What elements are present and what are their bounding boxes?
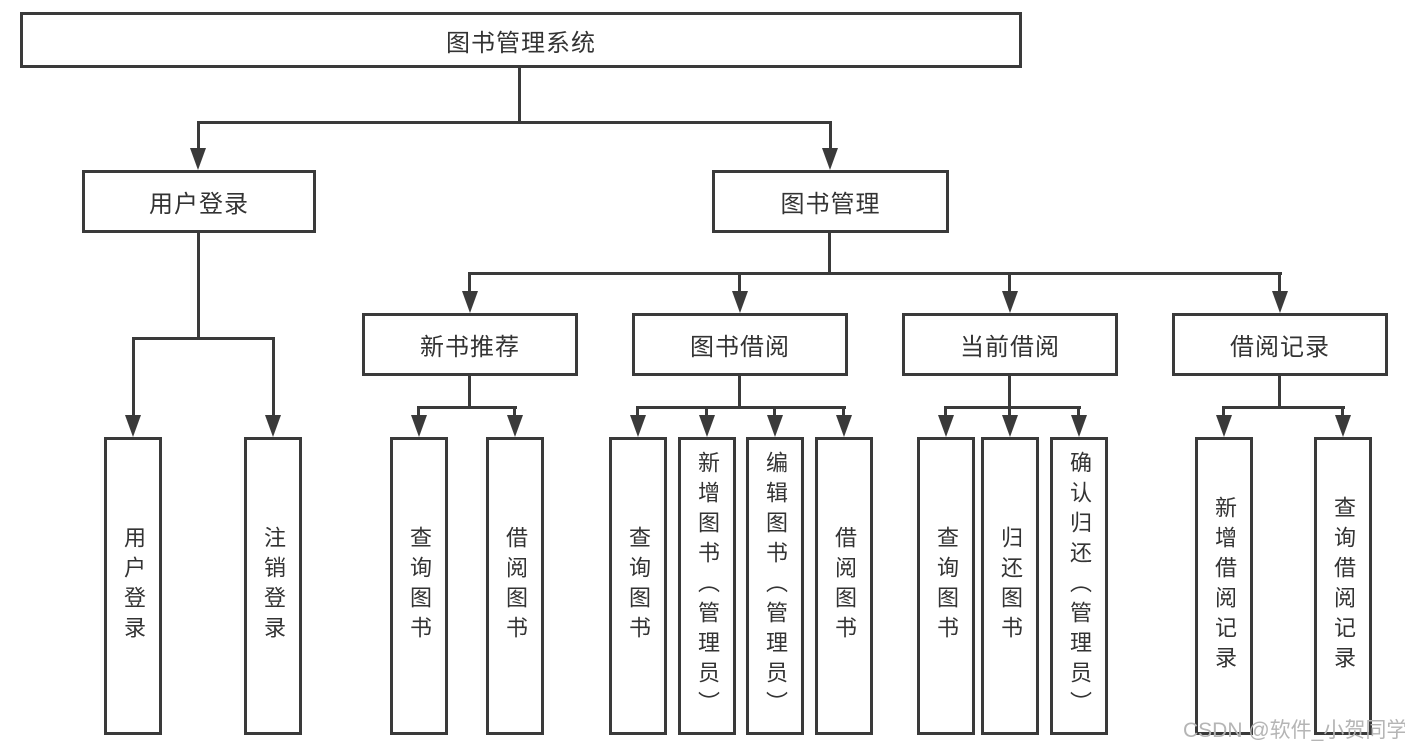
- connector-line: [773, 406, 776, 417]
- arrow-down-icon: [462, 291, 478, 313]
- leaf-edit-books-admin: 编辑图书（管理员）: [746, 437, 804, 735]
- leaf-return-books-label: 归还图书: [998, 526, 1023, 646]
- connector-line: [468, 272, 471, 295]
- connector-line: [636, 406, 846, 409]
- arrow-down-icon: [125, 415, 141, 437]
- connector-line: [944, 406, 947, 417]
- leaf-user-login-label: 用户登录: [121, 526, 146, 646]
- connector-line: [842, 406, 845, 417]
- arrow-down-icon: [507, 415, 523, 437]
- connector-line: [705, 406, 708, 417]
- leaf-borrow-books-label: 借阅图书: [832, 526, 857, 646]
- leaf-logout: 注销登录: [244, 437, 302, 735]
- node-book-management-label: 图书管理: [780, 191, 881, 218]
- leaf-borrow-books-recommend-label: 借阅图书: [503, 526, 528, 646]
- connector-line: [132, 337, 275, 340]
- leaf-query-books-borrowing: 查询图书: [609, 437, 667, 735]
- arrow-down-icon: [1216, 415, 1232, 437]
- leaf-query-books-current-label: 查询图书: [934, 526, 959, 646]
- node-book-management: 图书管理: [712, 170, 949, 233]
- connector-line: [468, 272, 1282, 275]
- connector-line: [1341, 406, 1344, 417]
- leaf-edit-books-admin-label: 编辑图书（管理员）: [763, 451, 788, 721]
- arrow-down-icon: [767, 415, 783, 437]
- connector-line: [829, 121, 832, 156]
- arrow-down-icon: [732, 291, 748, 313]
- leaf-borrow-books-recommend: 借阅图书: [486, 437, 544, 735]
- connector-line: [197, 121, 200, 156]
- node-library-system-label: 图书管理系统: [446, 29, 596, 57]
- node-book-borrowing: 图书借阅: [632, 313, 848, 376]
- connector-line: [738, 376, 741, 409]
- arrow-down-icon: [1002, 291, 1018, 313]
- leaf-query-books-recommend: 查询图书: [390, 437, 448, 735]
- node-user-login: 用户登录: [82, 170, 316, 233]
- arrow-down-icon: [836, 415, 852, 437]
- leaf-return-books: 归还图书: [981, 437, 1039, 735]
- arrow-down-icon: [938, 415, 954, 437]
- connector-line: [197, 121, 832, 124]
- node-borrowing-records: 借阅记录: [1172, 313, 1388, 376]
- csdn-watermark: CSDN @软件_小贺同学: [1183, 719, 1405, 742]
- node-library-system: 图书管理系统: [20, 12, 1022, 68]
- arrow-down-icon: [265, 415, 281, 437]
- arrow-down-icon: [1272, 291, 1288, 313]
- connector-line: [1278, 376, 1281, 409]
- leaf-confirm-return-admin: 确认归还（管理员）: [1050, 437, 1108, 735]
- arrow-down-icon: [630, 415, 646, 437]
- leaf-query-borrow-record-label: 查询借阅记录: [1331, 496, 1356, 676]
- arrow-down-icon: [190, 148, 206, 170]
- connector-line: [272, 337, 275, 419]
- node-new-book-recommend: 新书推荐: [362, 313, 578, 376]
- leaf-add-books-admin-label: 新增图书（管理员）: [695, 451, 720, 721]
- connector-line: [636, 406, 639, 417]
- arrow-down-icon: [1335, 415, 1351, 437]
- leaf-borrow-books: 借阅图书: [815, 437, 873, 735]
- connector-line: [513, 406, 516, 417]
- leaf-add-books-admin: 新增图书（管理员）: [678, 437, 736, 735]
- node-new-book-recommend-label: 新书推荐: [420, 334, 520, 361]
- connector-line: [1008, 272, 1011, 295]
- arrow-down-icon: [1002, 415, 1018, 437]
- leaf-logout-label: 注销登录: [261, 526, 286, 646]
- arrow-down-icon: [822, 148, 838, 170]
- connector-line: [828, 233, 831, 274]
- leaf-query-borrow-record: 查询借阅记录: [1314, 437, 1372, 735]
- connector-line: [738, 272, 741, 295]
- leaf-add-borrow-record-label: 新增借阅记录: [1212, 496, 1237, 676]
- connector-line: [417, 406, 420, 417]
- node-book-borrowing-label: 图书借阅: [690, 334, 790, 361]
- connector-line: [197, 233, 200, 339]
- leaf-query-books-borrowing-label: 查询图书: [626, 526, 651, 646]
- leaf-query-books-current: 查询图书: [917, 437, 975, 735]
- connector-line: [518, 67, 521, 124]
- connector-line: [944, 406, 1081, 409]
- leaf-confirm-return-admin-label: 确认归还（管理员）: [1067, 451, 1092, 721]
- node-borrowing-records-label: 借阅记录: [1230, 334, 1330, 361]
- connector-line: [1278, 272, 1281, 295]
- connector-line: [1222, 406, 1345, 409]
- arrow-down-icon: [699, 415, 715, 437]
- node-user-login-label: 用户登录: [149, 191, 249, 218]
- node-current-borrowing: 当前借阅: [902, 313, 1118, 376]
- connector-line: [132, 337, 135, 419]
- leaf-add-borrow-record: 新增借阅记录: [1195, 437, 1253, 735]
- connector-line: [1008, 376, 1011, 409]
- connector-line: [417, 406, 517, 409]
- leaf-query-books-recommend-label: 查询图书: [407, 526, 432, 646]
- connector-line: [1077, 406, 1080, 417]
- connector-line: [1008, 406, 1011, 417]
- node-current-borrowing-label: 当前借阅: [960, 334, 1060, 361]
- connector-line: [1222, 406, 1225, 417]
- arrow-down-icon: [411, 415, 427, 437]
- arrow-down-icon: [1071, 415, 1087, 437]
- connector-line: [468, 376, 471, 409]
- leaf-user-login: 用户登录: [104, 437, 162, 735]
